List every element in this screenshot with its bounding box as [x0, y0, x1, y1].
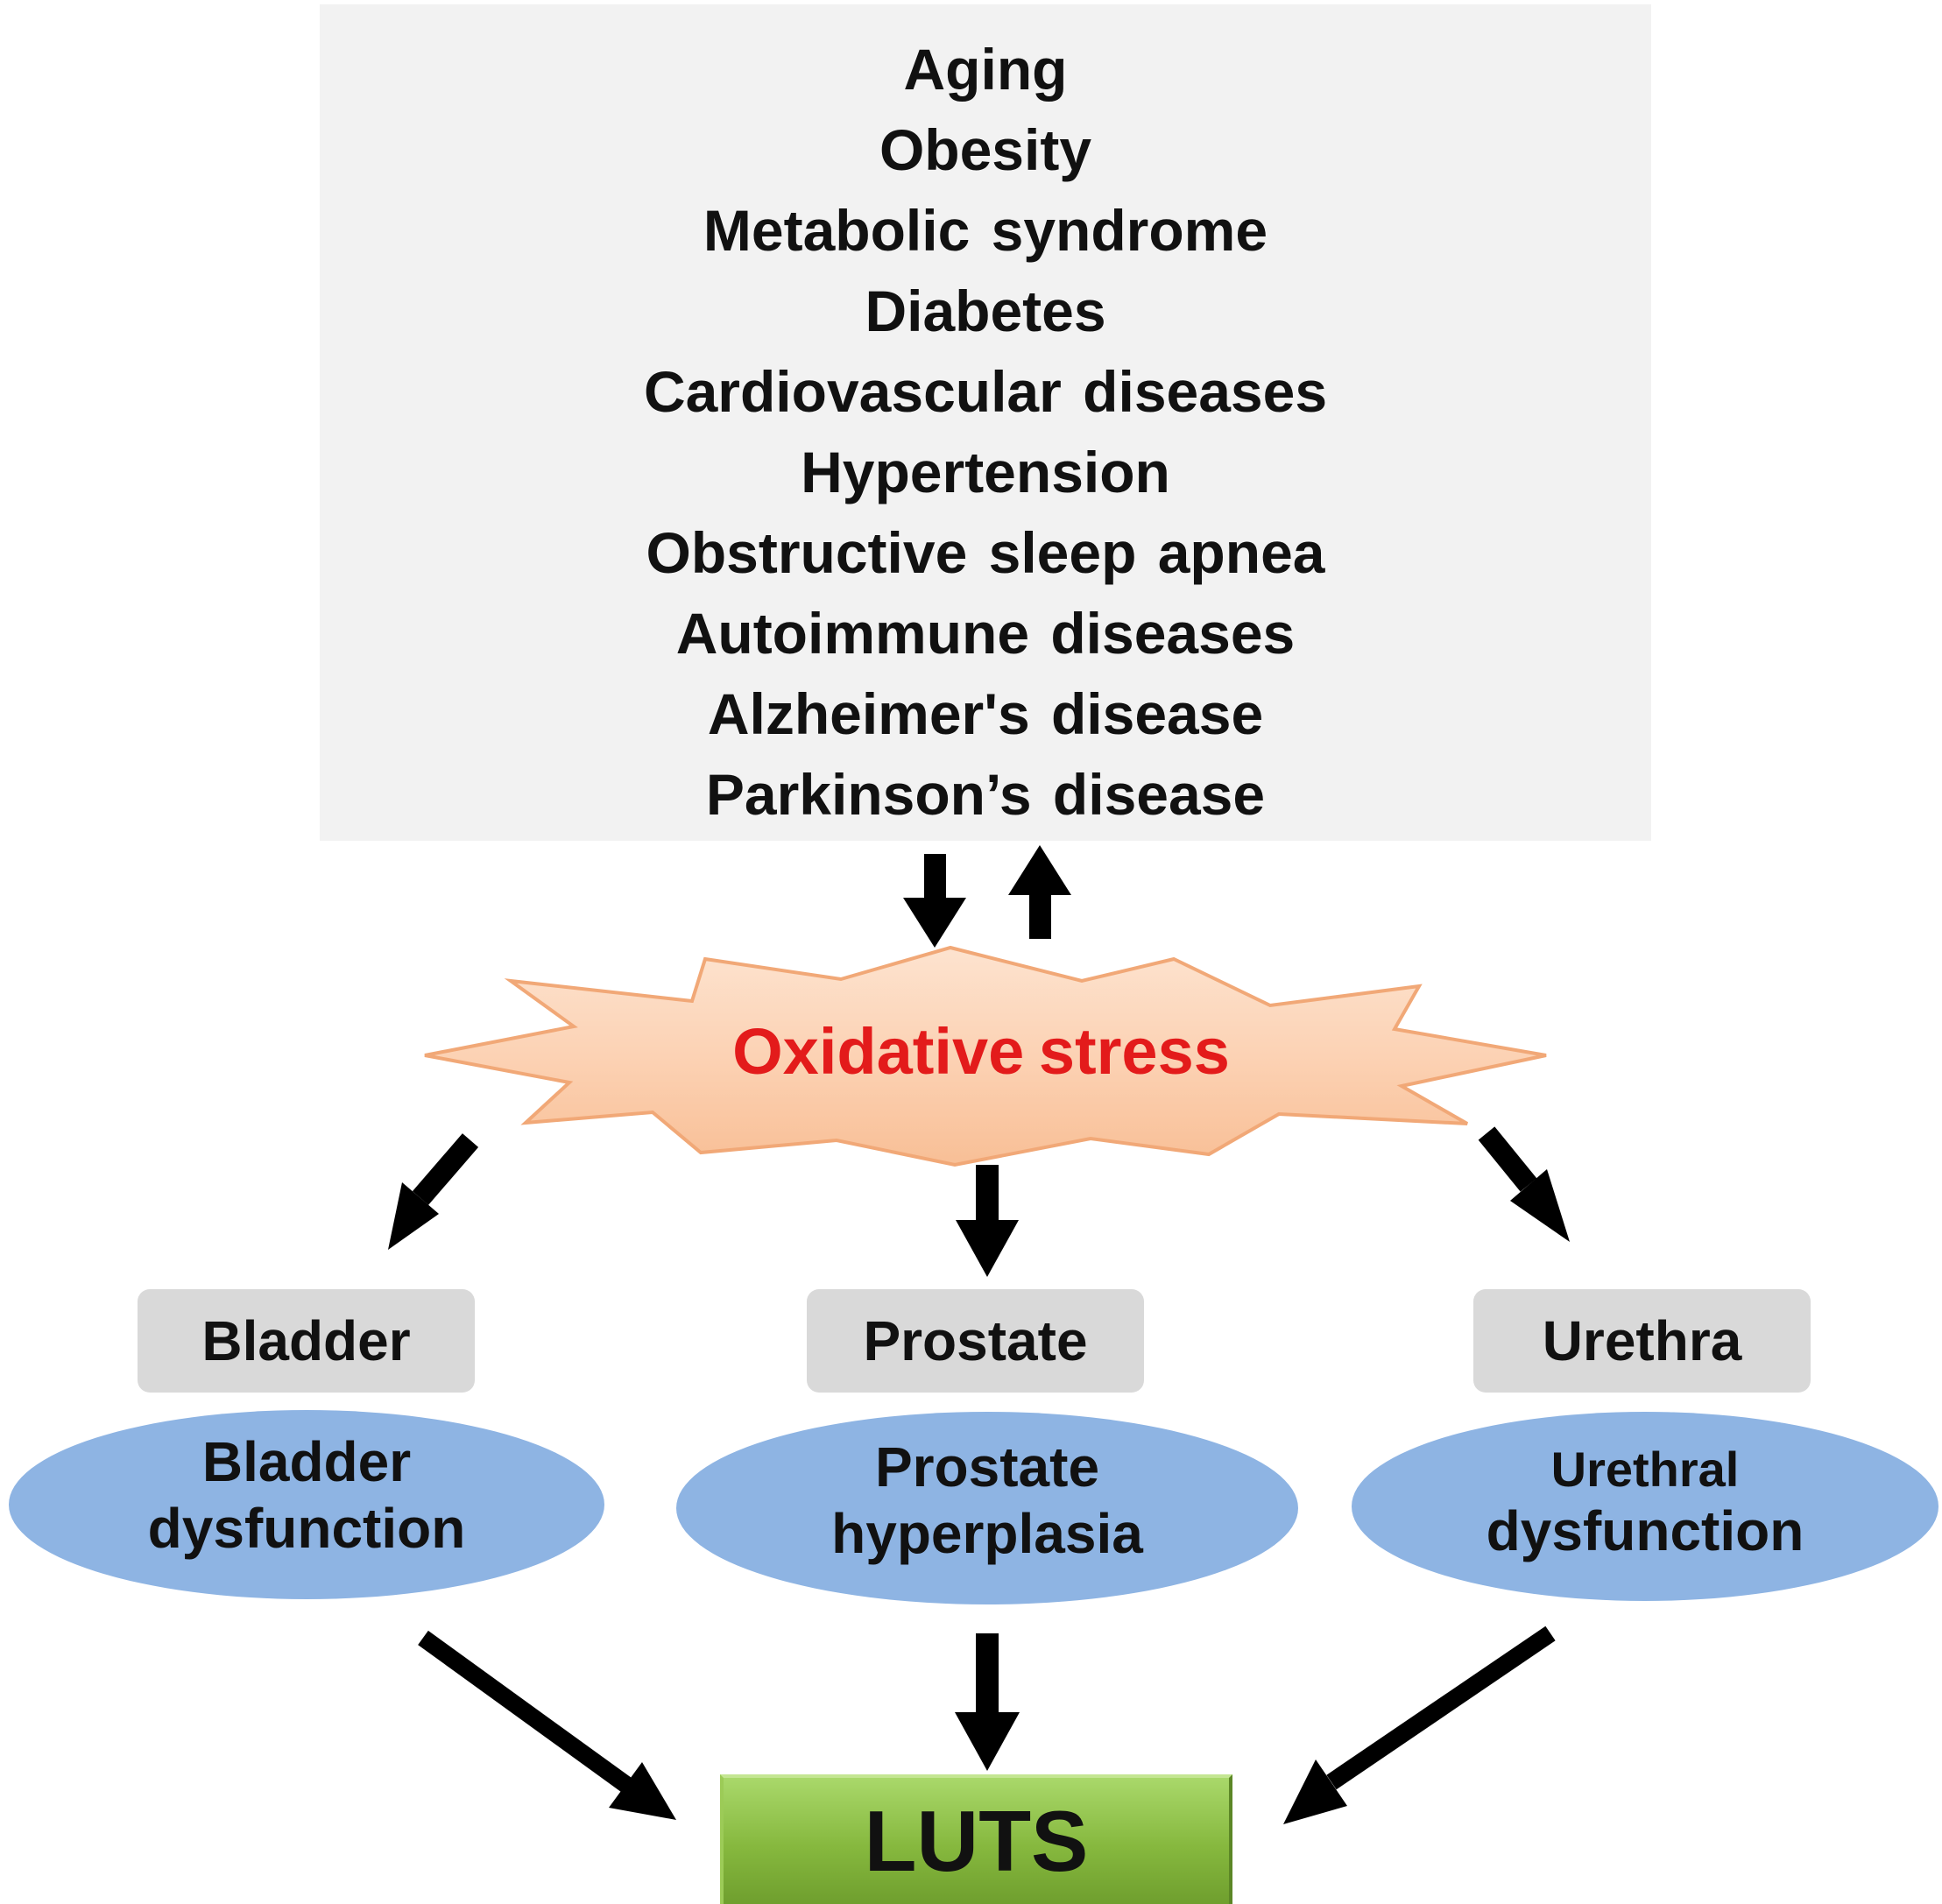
arrow-stress-to-bladder [412, 1133, 479, 1205]
bladder-box: Bladder [138, 1289, 475, 1393]
risk-factor-autoimmune: Autoimmune diseases [675, 601, 1296, 666]
risk-factor-sleep-apnea: Obstructive sleep apnea [646, 520, 1325, 585]
risk-factor-alzheimers: Alzheimer's disease [707, 681, 1264, 746]
arrow-up-from-stress [1008, 845, 1071, 939]
arrow-head-bladder-to-luts [609, 1762, 676, 1820]
arrow-head-stress-to-prostate [956, 1220, 1019, 1277]
oxidative-stress-burst [424, 945, 1547, 1167]
oxidative-stress-label: Oxidative stress [732, 1015, 1230, 1088]
bladder-dysfunction-label: Bladder dysfunction [53, 1429, 561, 1562]
urethral-dysfunction-line-1: Urethral [1550, 1442, 1740, 1497]
urethral-dysfunction-ellipse [1352, 1412, 1938, 1601]
prostate-hyperplasia-label: Prostate hyperplasia [724, 1435, 1250, 1567]
risk-factor-aging: Aging [903, 37, 1068, 102]
risk-factors-box: Aging Obesity Metabolic syndrome Diabete… [320, 4, 1651, 841]
arrow-urethra-to-luts [1326, 1625, 1556, 1790]
risk-factor-cardiovascular: Cardiovascular diseases [643, 359, 1328, 424]
urethral-dysfunction-label: Urethral dysfunction [1391, 1441, 1899, 1565]
arrow-head-stress-to-urethra [1510, 1169, 1570, 1242]
urethral-dysfunction-line-2: dysfunction [1486, 1499, 1804, 1563]
bladder-dysfunction-line-2: dysfunction [147, 1496, 466, 1560]
arrow-down-to-stress [903, 854, 966, 948]
urethra-box: Urethra [1473, 1289, 1811, 1393]
risk-factor-metabolic-syndrome: Metabolic syndrome [703, 198, 1268, 263]
risk-factor-diabetes: Diabetes [865, 279, 1106, 343]
bladder-dysfunction-line-1: Bladder [201, 1430, 412, 1493]
arrow-bladder-to-luts [418, 1630, 632, 1793]
arrow-head-stress-to-bladder [388, 1182, 439, 1250]
bladder-dysfunction-ellipse [9, 1410, 604, 1599]
risk-factor-parkinsons: Parkinson’s disease [705, 762, 1266, 827]
prostate-box: Prostate [807, 1289, 1144, 1393]
arrow-stress-to-urethra [1478, 1126, 1537, 1192]
risk-factor-obesity: Obesity [879, 117, 1092, 182]
prostate-hyperplasia-ellipse [676, 1412, 1298, 1604]
prostate-hyperplasia-line-1: Prostate [874, 1435, 1100, 1499]
risk-factors-list: Aging Obesity Metabolic syndrome Diabete… [320, 29, 1651, 835]
prostate-hyperplasia-line-2: hyperplasia [831, 1501, 1143, 1565]
risk-factor-hypertension: Hypertension [801, 440, 1170, 504]
arrow-head-prostate-to-luts [955, 1712, 1020, 1771]
luts-box: LUTS [720, 1774, 1232, 1904]
arrow-head-urethra-to-luts [1283, 1759, 1347, 1824]
